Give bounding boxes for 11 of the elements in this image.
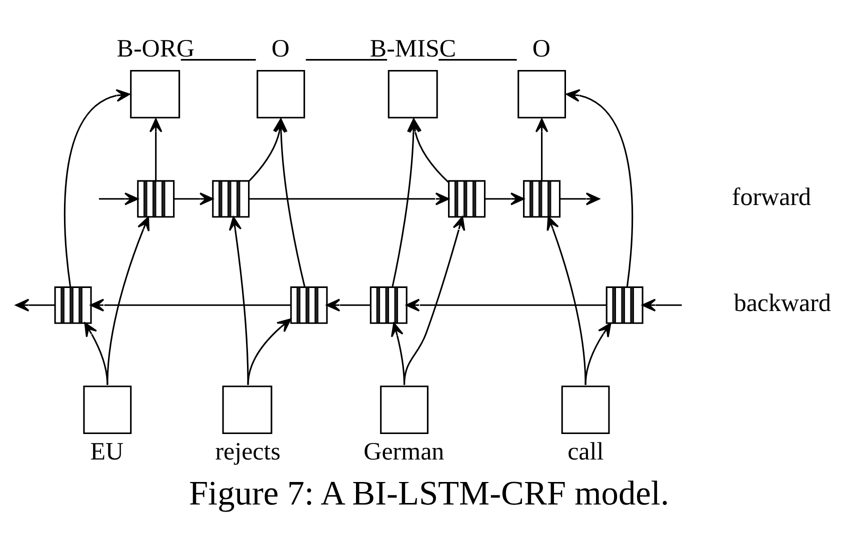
node-label: call bbox=[568, 438, 604, 465]
node-label: B-ORG bbox=[116, 34, 195, 62]
node-label: B-MISC bbox=[370, 34, 456, 62]
node-label: EU bbox=[90, 438, 124, 465]
caption: Figure 7: A BI-LSTM-CRF model. bbox=[188, 474, 670, 512]
node-label: O bbox=[532, 34, 550, 62]
label: backward bbox=[734, 290, 831, 317]
node-label: O bbox=[271, 34, 290, 62]
label: forward bbox=[732, 183, 812, 210]
node-label: German bbox=[364, 438, 444, 465]
node-label: rejects bbox=[215, 438, 280, 465]
